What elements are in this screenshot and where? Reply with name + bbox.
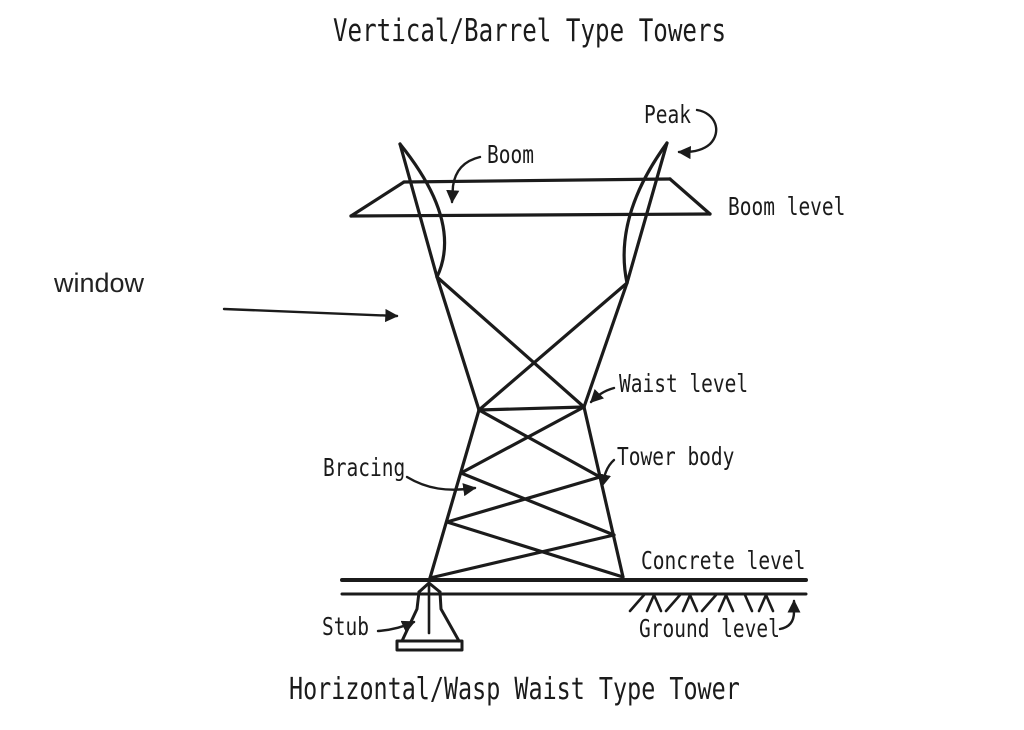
stub-left-side bbox=[400, 590, 421, 643]
ground-level-label: Ground level bbox=[639, 614, 780, 643]
waist-level-leader-arrow bbox=[589, 386, 616, 404]
stub-top-chamfer bbox=[417, 581, 442, 594]
diagram-title-bottom: Horizontal/Wasp Waist Type Tower bbox=[289, 672, 740, 707]
bracing-member-5 bbox=[445, 520, 625, 579]
stub-leader-arrow bbox=[376, 620, 416, 633]
body-right-leg bbox=[582, 405, 625, 579]
hatch-mark bbox=[743, 593, 775, 613]
tower-body-leader-arrow bbox=[598, 458, 616, 488]
window-diagonal-left bbox=[435, 275, 586, 409]
hatch-mark bbox=[664, 593, 699, 613]
bracing-member-1 bbox=[477, 408, 602, 479]
boom-right-cap bbox=[668, 177, 712, 216]
waist-member bbox=[477, 405, 586, 412]
stub-base-plate bbox=[395, 639, 464, 652]
hatch-mark bbox=[628, 593, 663, 613]
window-leader-arrow bbox=[222, 307, 399, 323]
window-left-leg bbox=[435, 275, 481, 412]
boom-bottom-chord bbox=[349, 212, 712, 218]
boom-top-chord bbox=[402, 177, 672, 184]
bracing-member-6 bbox=[428, 533, 616, 580]
boom-left-cap bbox=[349, 180, 406, 218]
right-peak-inner-member bbox=[622, 141, 669, 285]
left-peak-outer-member bbox=[398, 142, 439, 279]
bracing-member-4 bbox=[445, 475, 602, 524]
boom-level-label: Boom level bbox=[728, 192, 846, 221]
bracing-member-3 bbox=[459, 471, 616, 537]
body-left-leg bbox=[428, 408, 481, 580]
bracing-member-2 bbox=[459, 405, 586, 475]
waist-level-label: Waist level bbox=[619, 369, 749, 398]
peak-label: Peak bbox=[644, 100, 691, 129]
diagram-title-top: Vertical/Barrel Type Towers bbox=[333, 13, 727, 49]
right-peak-outer-member bbox=[625, 141, 669, 285]
window-diagonal-right bbox=[477, 281, 629, 412]
bracing-label: Bracing bbox=[323, 453, 406, 482]
boom-leader-arrow bbox=[446, 155, 482, 204]
stub-label: Stub bbox=[322, 612, 369, 641]
tower-body-label: Tower body bbox=[617, 442, 735, 471]
left-peak-inner-member bbox=[398, 142, 447, 279]
boom-label: Boom bbox=[487, 140, 534, 169]
window-right-leg bbox=[582, 281, 629, 409]
concrete-level-label: Concrete level bbox=[641, 546, 806, 575]
window-label: window bbox=[54, 268, 145, 298]
hatch-mark bbox=[700, 593, 735, 613]
ground-level-leader-arrow bbox=[778, 599, 801, 631]
bracing-leader-arrow bbox=[405, 475, 477, 497]
peak-leader-arrow bbox=[677, 108, 718, 160]
ground-hatching bbox=[628, 593, 775, 613]
stub-right-side bbox=[438, 590, 461, 643]
